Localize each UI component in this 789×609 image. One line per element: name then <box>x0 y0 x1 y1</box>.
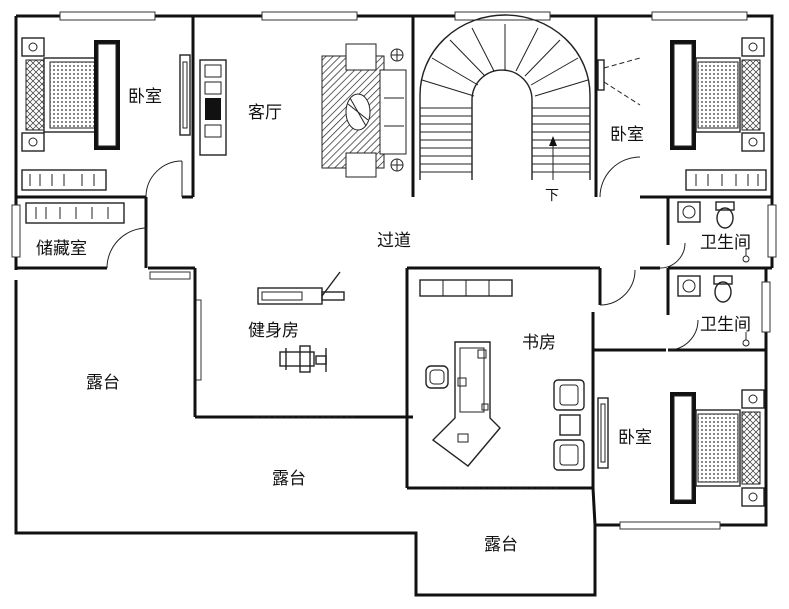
room-label-bedroom-se: 卧室 <box>618 428 652 448</box>
room-label-study: 书房 <box>522 333 556 353</box>
wardrobe-nw <box>21 169 107 191</box>
room-label-terrace-w: 露台 <box>86 373 120 393</box>
doors <box>106 156 699 489</box>
wardrobe-ne <box>685 169 767 191</box>
office-chair <box>425 365 449 389</box>
room-labels: 卧室 客厅 卧室 储藏室 过道 卫生间 卫生间 健身房 书房 卧室 露台 露台 … <box>36 87 751 555</box>
treadmill <box>257 271 345 305</box>
bookshelf <box>419 279 513 297</box>
room-label-living-room: 客厅 <box>248 103 282 123</box>
sofa-set <box>321 43 407 178</box>
room-label-bedroom-nw: 卧室 <box>128 87 162 107</box>
storage-shelf <box>25 202 125 224</box>
exercise-bike <box>279 345 327 373</box>
tv-cabinet-nw <box>179 54 191 136</box>
armchairs <box>553 379 585 471</box>
interior-walls <box>16 16 772 526</box>
room-label-storage: 储藏室 <box>36 239 87 259</box>
staircase: 下 <box>419 14 591 204</box>
stair-down-label: 下 <box>545 188 559 204</box>
room-label-gym: 健身房 <box>248 321 299 341</box>
room-label-corridor: 过道 <box>377 231 411 251</box>
bed-ne <box>670 37 765 152</box>
bed-nw <box>21 37 120 152</box>
bathroom-fixtures-2 <box>677 275 750 347</box>
room-label-bedroom-ne: 卧室 <box>610 125 644 145</box>
bed-se <box>670 389 765 507</box>
room-label-bathroom-1: 卫生间 <box>700 233 751 253</box>
bathroom-fixtures-1 <box>677 201 750 263</box>
room-label-terrace-s: 露台 <box>484 535 518 555</box>
tv-cabinet-living <box>199 59 227 156</box>
tv-se <box>597 397 609 469</box>
study-desk <box>431 341 501 467</box>
tv-ne <box>597 57 641 106</box>
arrow-up-icon <box>549 136 557 146</box>
room-label-terrace-c: 露台 <box>272 469 306 489</box>
windows <box>11 11 777 530</box>
room-label-bathroom-2: 卫生间 <box>700 315 751 335</box>
